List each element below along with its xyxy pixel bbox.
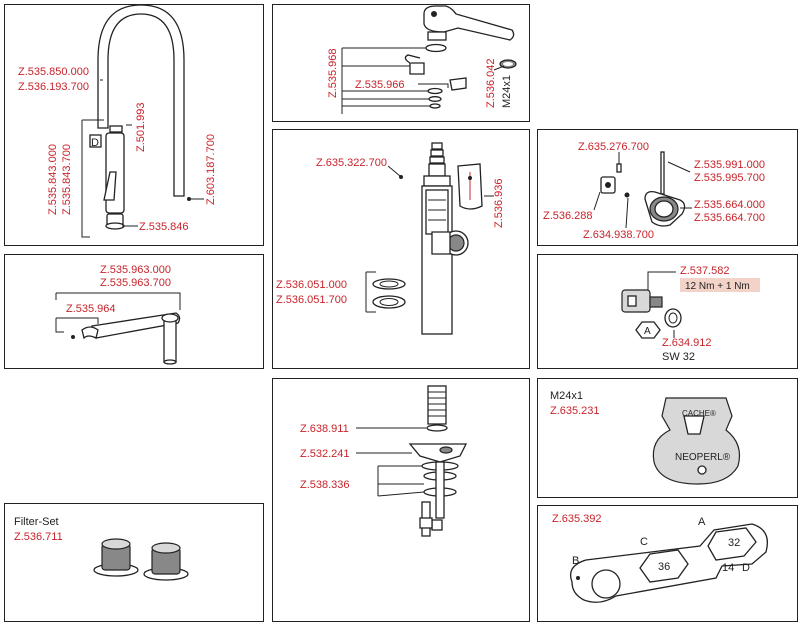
handle-leaders (593, 152, 692, 229)
label-z535991000: Z.535.991.000 (694, 159, 765, 171)
mount-drawing (408, 385, 468, 537)
label-z535963700: Z.535.963.700 (100, 277, 171, 289)
panel-mount (272, 378, 530, 622)
label-z535995700: Z.535.995.700 (694, 172, 765, 184)
label-z535968: Z.535.968 (327, 48, 339, 98)
panel-handle (537, 129, 798, 246)
label-z635392: Z.635.392 (552, 513, 602, 525)
label-z638911: Z.638.911 (300, 423, 349, 435)
handle-drawing (600, 151, 686, 227)
label-z536051000: Z.536.051.000 (276, 279, 347, 291)
torque-value: 12 Nm + 1 Nm (685, 281, 750, 292)
filter-drawing (93, 538, 189, 581)
label-z536288: Z.536.288 (543, 210, 593, 222)
label-z536193700: Z.536.193.700 (18, 81, 89, 93)
filter-title: Filter-Set (14, 516, 59, 528)
label-z538336: Z.538.336 (300, 479, 350, 491)
brand-cache: CACHE® (682, 409, 716, 418)
label-z635276700: Z.635.276.700 (578, 141, 649, 153)
spout-leaders (81, 79, 204, 238)
badge-a: A (644, 326, 651, 337)
label-z536042: Z.536.042 (485, 58, 497, 108)
label-z536711: Z.536.711 (14, 531, 63, 543)
label-z535963000: Z.535.963.000 (100, 264, 171, 276)
label-lever-thread: M24x1 (501, 75, 513, 108)
cartridge-drawing (621, 289, 682, 339)
label-z535966: Z.535.966 (355, 79, 405, 91)
label-z535964: Z.535.964 (66, 303, 116, 315)
label-z535843000: Z.535.843.000 (47, 144, 59, 215)
label-key-thread: M24x1 (550, 390, 583, 402)
label-z535664700: Z.535.664.700 (694, 212, 765, 224)
wrench-letter-c: C (640, 536, 648, 548)
arm-drawing (71, 312, 181, 365)
panel-arm (4, 254, 264, 369)
wrench-letter-a: A (698, 516, 706, 528)
label-z535843700: Z.535.843.700 (61, 144, 73, 215)
label-z535664000: Z.535.664.000 (694, 199, 765, 211)
wrench-drawing (569, 523, 769, 603)
brand-neoperl: NEOPERL® (675, 452, 731, 463)
torque-box (680, 278, 760, 292)
label-z501993: Z.501.993 (135, 102, 147, 152)
cartridge-leaders (647, 271, 676, 338)
arm-leaders (55, 292, 181, 333)
body-leaders (365, 165, 494, 313)
label-z535846: Z.535.846 (139, 221, 189, 233)
badge-d: D (91, 137, 99, 149)
label-z536051700: Z.536.051.700 (276, 294, 347, 306)
panel-filter (4, 503, 264, 622)
wrench-size: SW 32 (662, 351, 695, 363)
wrench-letter-d: D (742, 562, 750, 574)
mount-leaders (356, 427, 426, 497)
label-z634938700: Z.634.938.700 (583, 229, 654, 241)
spout-drawing (89, 4, 191, 230)
lever-leaders (341, 47, 505, 114)
wrench-size-14: 14 (722, 562, 734, 574)
panel-body (272, 129, 530, 369)
label-z537582: Z.537.582 (680, 265, 730, 277)
label-z634912: Z.634.912 (662, 337, 712, 349)
label-z535850000: Z.535.850.000 (18, 66, 89, 78)
label-z635322700: Z.635.322.700 (316, 157, 387, 169)
wrench-size-32: 32 (728, 537, 740, 549)
aerator-key-drawing (652, 397, 741, 485)
label-z532241: Z.532.241 (300, 448, 350, 460)
wrench-letter-b: B (572, 555, 579, 567)
lever-drawing (404, 5, 517, 109)
body-drawing (372, 142, 483, 335)
wrench-size-36: 36 (658, 561, 670, 573)
label-z536936: Z.536.936 (493, 178, 505, 228)
label-z635231: Z.635.231 (550, 405, 600, 417)
panel-spout (4, 4, 264, 246)
label-z603187700: Z.603.187.700 (205, 134, 217, 205)
